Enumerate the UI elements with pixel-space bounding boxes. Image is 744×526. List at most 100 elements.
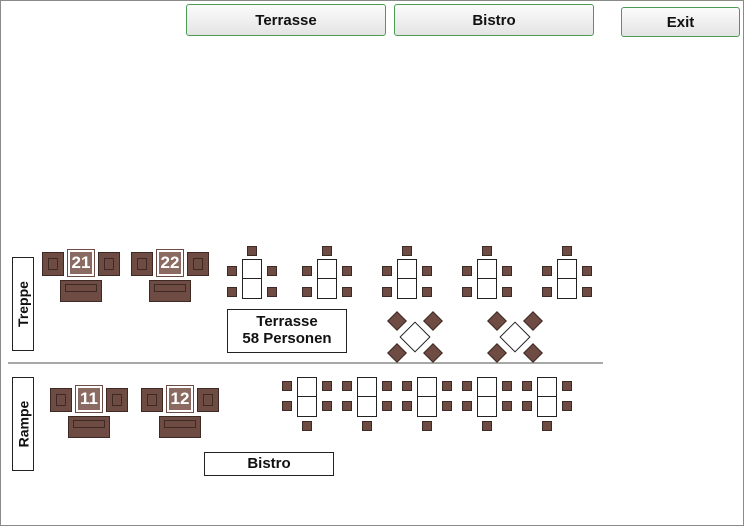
- chair: [267, 287, 277, 297]
- sofa-table-21[interactable]: 21: [42, 249, 120, 304]
- table-top: [499, 321, 531, 353]
- bistro-table[interactable]: [282, 377, 332, 433]
- table-top: [242, 259, 262, 299]
- bistro-table[interactable]: [402, 377, 452, 433]
- chair: [502, 287, 512, 297]
- bistro-table[interactable]: [342, 377, 392, 433]
- chair: [422, 287, 432, 297]
- couch: [159, 416, 201, 438]
- armchair-left: [42, 252, 64, 276]
- chair: [523, 311, 543, 331]
- table-top: [397, 259, 417, 299]
- chair: [502, 401, 512, 411]
- chair: [422, 266, 432, 276]
- bistro-info-box: Bistro: [204, 452, 334, 476]
- chair: [423, 343, 443, 363]
- chair: [402, 246, 412, 256]
- sofa-table-12[interactable]: 12: [141, 385, 219, 440]
- terrasse-table[interactable]: [302, 246, 352, 302]
- bistro-button[interactable]: Bistro: [394, 4, 594, 36]
- treppe-label: Treppe: [12, 257, 34, 351]
- chair: [382, 266, 392, 276]
- chair: [462, 401, 472, 411]
- chair: [382, 401, 392, 411]
- chair: [302, 266, 312, 276]
- chair: [423, 311, 443, 331]
- couch: [149, 280, 191, 302]
- chair: [542, 287, 552, 297]
- chair: [462, 381, 472, 391]
- chair: [442, 381, 452, 391]
- chair: [562, 401, 572, 411]
- exit-button[interactable]: Exit: [621, 7, 740, 37]
- sofa-table-22[interactable]: 22: [131, 249, 209, 304]
- chair: [362, 421, 372, 431]
- table-number: 21: [67, 249, 95, 277]
- sofa-table-11[interactable]: 11: [50, 385, 128, 440]
- table-top: [297, 377, 317, 417]
- armchair-left: [141, 388, 163, 412]
- chair: [282, 381, 292, 391]
- chair: [542, 421, 552, 431]
- terrasse-info-box: Terrasse 58 Personen: [227, 309, 347, 353]
- table-top: [537, 377, 557, 417]
- terrasse-table[interactable]: [542, 246, 592, 302]
- chair: [302, 421, 312, 431]
- chair: [562, 381, 572, 391]
- terrasse-diamond-table[interactable]: [386, 310, 446, 366]
- table-number: 12: [166, 385, 194, 413]
- treppe-label-text: Treppe: [15, 281, 31, 327]
- armchair-left: [50, 388, 72, 412]
- couch: [68, 416, 110, 438]
- couch: [60, 280, 102, 302]
- chair: [422, 421, 432, 431]
- bistro-info-title: Bistro: [247, 455, 291, 472]
- chair: [502, 266, 512, 276]
- chair: [582, 266, 592, 276]
- chair: [562, 246, 572, 256]
- terrasse-diamond-table[interactable]: [486, 310, 546, 366]
- bistro-table[interactable]: [462, 377, 512, 433]
- armchair-left: [131, 252, 153, 276]
- terrasse-button[interactable]: Terrasse: [186, 4, 386, 36]
- chair: [542, 266, 552, 276]
- chair: [247, 246, 257, 256]
- table-number: 11: [75, 385, 103, 413]
- chair: [402, 401, 412, 411]
- terrasse-table[interactable]: [227, 246, 277, 302]
- chair: [482, 421, 492, 431]
- rampe-label-text: Rampe: [15, 400, 31, 448]
- chair: [582, 287, 592, 297]
- chair: [502, 381, 512, 391]
- terrasse-info-capacity: 58 Personen: [242, 330, 332, 347]
- table-top: [417, 377, 437, 417]
- chair: [227, 266, 237, 276]
- chair: [342, 381, 352, 391]
- armchair-right: [197, 388, 219, 412]
- terrasse-table[interactable]: [462, 246, 512, 302]
- chair: [382, 287, 392, 297]
- chair: [342, 266, 352, 276]
- chair: [442, 401, 452, 411]
- table-top: [477, 377, 497, 417]
- chair: [382, 381, 392, 391]
- chair: [487, 311, 507, 331]
- chair: [482, 246, 492, 256]
- table-top: [317, 259, 337, 299]
- chair: [227, 287, 237, 297]
- table-number: 22: [156, 249, 184, 277]
- rampe-label: Rampe: [12, 377, 34, 471]
- chair: [322, 246, 332, 256]
- chair: [342, 401, 352, 411]
- section-divider: [8, 362, 603, 364]
- chair: [462, 287, 472, 297]
- terrasse-table[interactable]: [382, 246, 432, 302]
- table-top: [557, 259, 577, 299]
- chair: [267, 266, 277, 276]
- bistro-table[interactable]: [522, 377, 572, 433]
- table-top: [357, 377, 377, 417]
- chair: [302, 287, 312, 297]
- terrasse-info-title: Terrasse: [256, 313, 318, 330]
- table-top: [399, 321, 431, 353]
- chair: [523, 343, 543, 363]
